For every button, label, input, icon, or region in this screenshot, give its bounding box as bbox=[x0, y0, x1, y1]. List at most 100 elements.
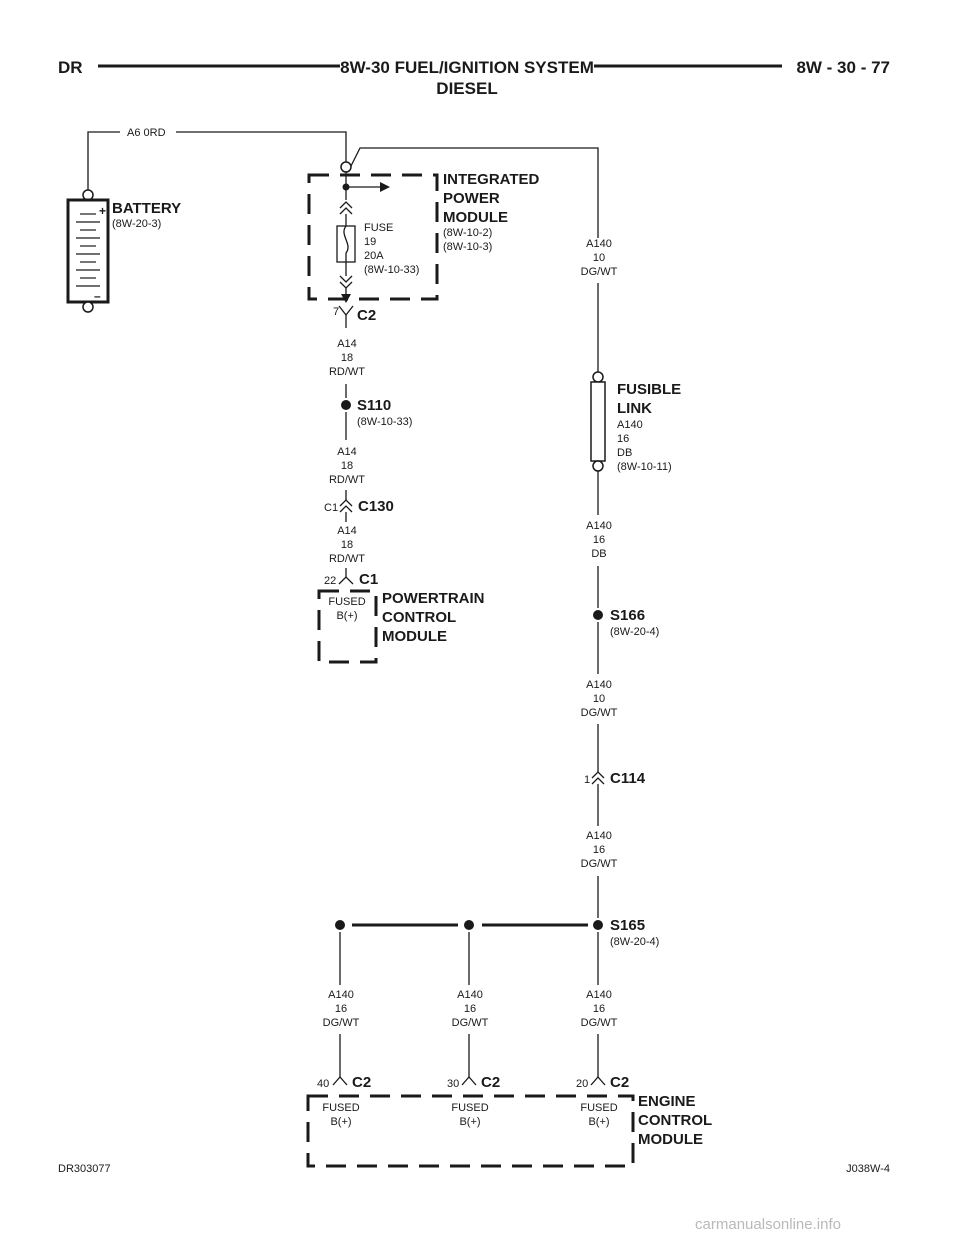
header-title: 8W-30 FUEL/IGNITION SYSTEM bbox=[340, 58, 594, 77]
s165-dot bbox=[593, 920, 603, 930]
ecm-branch-30: A140 16 DG/WT 30 C2 FUSED B(+) bbox=[447, 932, 500, 1128]
s166-label: S166 bbox=[610, 607, 645, 624]
svg-text:18: 18 bbox=[341, 460, 353, 472]
svg-text:16: 16 bbox=[335, 1003, 347, 1015]
ipm-bus-arrow bbox=[380, 182, 390, 192]
svg-text:FUSED: FUSED bbox=[580, 1102, 617, 1114]
svg-text:DG/WT: DG/WT bbox=[581, 858, 618, 870]
svg-text:10: 10 bbox=[593, 252, 605, 264]
pcm-label-line2: CONTROL bbox=[382, 609, 456, 626]
svg-text:16: 16 bbox=[464, 1003, 476, 1015]
svg-text:RD/WT: RD/WT bbox=[329, 553, 365, 565]
svg-text:DG/WT: DG/WT bbox=[581, 266, 618, 278]
svg-text:B(+): B(+) bbox=[459, 1116, 480, 1128]
fusible-link: FUSIBLE LINK A140 16 DB (8W-10-11) bbox=[590, 371, 681, 515]
ipm-box bbox=[307, 173, 439, 301]
pcm-label-line1: POWERTRAIN bbox=[382, 590, 485, 607]
fuse-19-element bbox=[343, 225, 349, 262]
battery-case bbox=[66, 198, 110, 304]
svg-text:A140: A140 bbox=[617, 419, 643, 431]
watermark: carmanualsonline.info bbox=[695, 1216, 841, 1233]
wire-a140-low: A140 16 DG/WT bbox=[581, 830, 618, 918]
fuse-rating: 20A bbox=[364, 250, 384, 262]
svg-text:10: 10 bbox=[593, 693, 605, 705]
bus-dot-middle bbox=[464, 920, 474, 930]
svg-text:DB: DB bbox=[617, 447, 632, 459]
svg-text:C2: C2 bbox=[352, 1074, 371, 1091]
fuse-ref: (8W-10-33) bbox=[364, 264, 419, 276]
svg-text:DG/WT: DG/WT bbox=[581, 707, 618, 719]
ecm-branch-40: A140 16 DG/WT 40 C2 FUSED B(+) bbox=[317, 932, 371, 1128]
s166-ref: (8W-20-4) bbox=[610, 626, 659, 638]
svg-text:RD/WT: RD/WT bbox=[329, 366, 365, 378]
wire-a14-segment3: A14 18 RD/WT bbox=[329, 525, 365, 577]
svg-text:18: 18 bbox=[341, 539, 353, 551]
battery-cells bbox=[76, 213, 100, 287]
ipm-input-terminal bbox=[340, 161, 352, 173]
svg-text:16: 16 bbox=[593, 844, 605, 856]
wire-a140-feed bbox=[350, 147, 599, 238]
fusible-link-label2: LINK bbox=[617, 400, 652, 417]
svg-text:40: 40 bbox=[317, 1078, 329, 1090]
ipm-ref1: (8W-10-2) bbox=[443, 227, 492, 239]
fuse-connector-upper bbox=[339, 201, 353, 209]
ipm-label-line1: INTEGRATED bbox=[443, 171, 540, 188]
pcm-pin: 22 bbox=[324, 575, 336, 587]
svg-text:DG/WT: DG/WT bbox=[323, 1017, 360, 1029]
fuse-connector-lower bbox=[339, 275, 353, 283]
header-subtitle: DIESEL bbox=[436, 79, 497, 98]
svg-text:A14: A14 bbox=[337, 525, 357, 537]
battery-ref: (8W-20-3) bbox=[112, 218, 161, 230]
splice-s166: S166 (8W-20-4) bbox=[593, 607, 659, 674]
svg-text:18: 18 bbox=[341, 352, 353, 364]
svg-text:A14: A14 bbox=[337, 338, 357, 350]
svg-text:(8W-10-11): (8W-10-11) bbox=[617, 461, 672, 473]
svg-text:C2: C2 bbox=[481, 1074, 500, 1091]
svg-text:FUSED: FUSED bbox=[328, 596, 365, 608]
ecm-branch-20: A140 16 DG/WT 20 C2 FUSED B(+) bbox=[576, 932, 629, 1128]
svg-text:B(+): B(+) bbox=[336, 610, 357, 622]
svg-text:DB: DB bbox=[591, 548, 606, 560]
c2-pin: 7 bbox=[333, 306, 339, 318]
svg-text:A140: A140 bbox=[586, 679, 612, 691]
fusible-link-body bbox=[590, 381, 606, 462]
svg-text:A140: A140 bbox=[328, 989, 354, 1001]
ipm-label-line3: MODULE bbox=[443, 209, 508, 226]
svg-text:DG/WT: DG/WT bbox=[581, 1017, 618, 1029]
svg-text:16: 16 bbox=[593, 1003, 605, 1015]
fuse-label: FUSE bbox=[364, 222, 393, 234]
connector-c2-ipm: 7 C2 bbox=[333, 305, 376, 328]
engine-control-module: ENGINE CONTROL MODULE bbox=[306, 1093, 712, 1168]
s110-dot bbox=[341, 400, 351, 410]
svg-text:A14: A14 bbox=[337, 446, 357, 458]
ecm-box bbox=[306, 1094, 635, 1168]
svg-text:30: 30 bbox=[447, 1078, 459, 1090]
svg-text:DG/WT: DG/WT bbox=[452, 1017, 489, 1029]
svg-text:A140: A140 bbox=[457, 989, 483, 1001]
fuse-number: 19 bbox=[364, 236, 376, 248]
battery-label: BATTERY bbox=[112, 200, 181, 217]
integrated-power-module: FUSE 19 20A (8W-10-33) INTEGRATED POWER … bbox=[307, 147, 599, 303]
c130-pin: C1 bbox=[324, 502, 338, 514]
footer-right: J038W-4 bbox=[846, 1163, 890, 1175]
splice-s165: S165 (8W-20-4) bbox=[335, 917, 659, 948]
ecm-label-line2: CONTROL bbox=[638, 1112, 712, 1129]
battery-minus-sign: – bbox=[94, 289, 101, 303]
powertrain-control-module: 22 C1 FUSED B(+) POWERTRAIN CONTROL MODU… bbox=[317, 571, 485, 664]
battery-plus-sign: + bbox=[99, 204, 106, 218]
battery: A6 0RD + – BATTERY (8W-20-3) bbox=[66, 127, 347, 313]
c114-label: C114 bbox=[610, 770, 646, 787]
svg-text:B(+): B(+) bbox=[588, 1116, 609, 1128]
svg-text:A140: A140 bbox=[586, 989, 612, 1001]
svg-text:A140: A140 bbox=[586, 238, 612, 250]
connector-c114: 1 C114 bbox=[584, 770, 646, 826]
wire-a14-segment1: A14 18 RD/WT bbox=[329, 338, 365, 398]
wire-a140-db: A140 16 DB bbox=[586, 520, 612, 608]
svg-text:A140: A140 bbox=[586, 520, 612, 532]
header-left: DR bbox=[58, 58, 83, 77]
pcm-label-line3: MODULE bbox=[382, 628, 447, 645]
wire-a140-mid: A140 10 DG/WT bbox=[581, 679, 618, 772]
ecm-label-line1: ENGINE bbox=[638, 1093, 696, 1110]
s110-ref: (8W-10-33) bbox=[357, 416, 412, 428]
svg-text:B(+): B(+) bbox=[330, 1116, 351, 1128]
